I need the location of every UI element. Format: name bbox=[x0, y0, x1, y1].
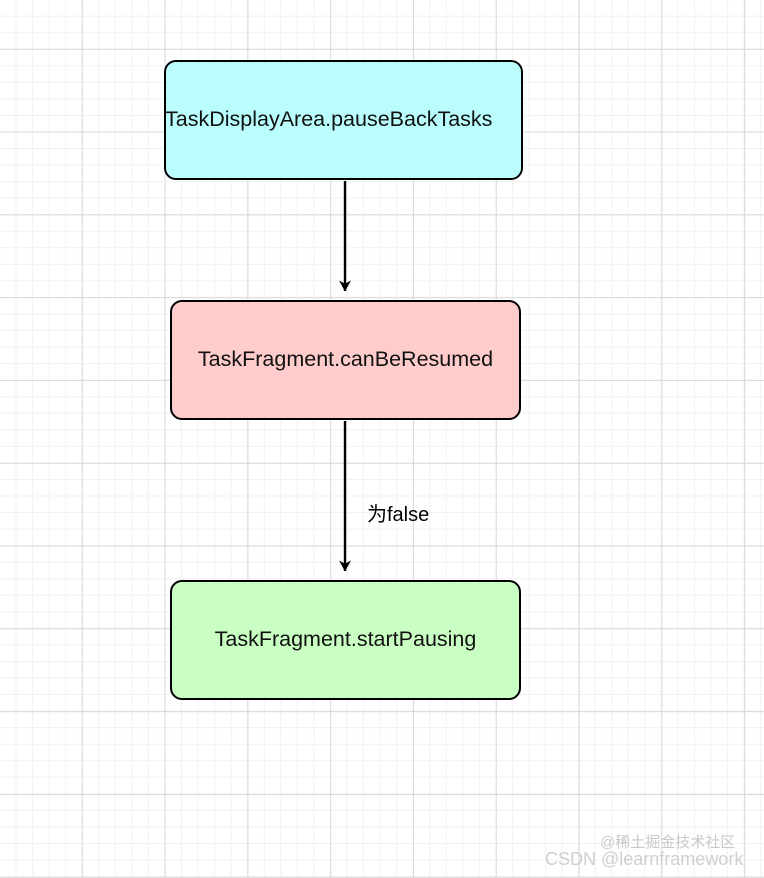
edge-label-false: 为false bbox=[367, 504, 430, 526]
node-label: TaskDisplayArea.pauseBackTasks bbox=[165, 107, 493, 132]
node-task-display-area-pause-back-tasks[interactable]: TaskDisplayArea.pauseBackTasks bbox=[164, 60, 523, 180]
node-task-fragment-start-pausing[interactable]: TaskFragment.startPausing bbox=[170, 580, 521, 700]
node-label: TaskFragment.canBeResumed bbox=[197, 347, 494, 372]
node-label: TaskFragment.startPausing bbox=[214, 627, 477, 652]
watermark-csdn: CSDN @learnframework bbox=[545, 849, 744, 869]
node-task-fragment-can-be-resumed[interactable]: TaskFragment.canBeResumed bbox=[170, 300, 521, 420]
watermark-juejin: @稀土掘金技术社区 bbox=[600, 834, 736, 851]
